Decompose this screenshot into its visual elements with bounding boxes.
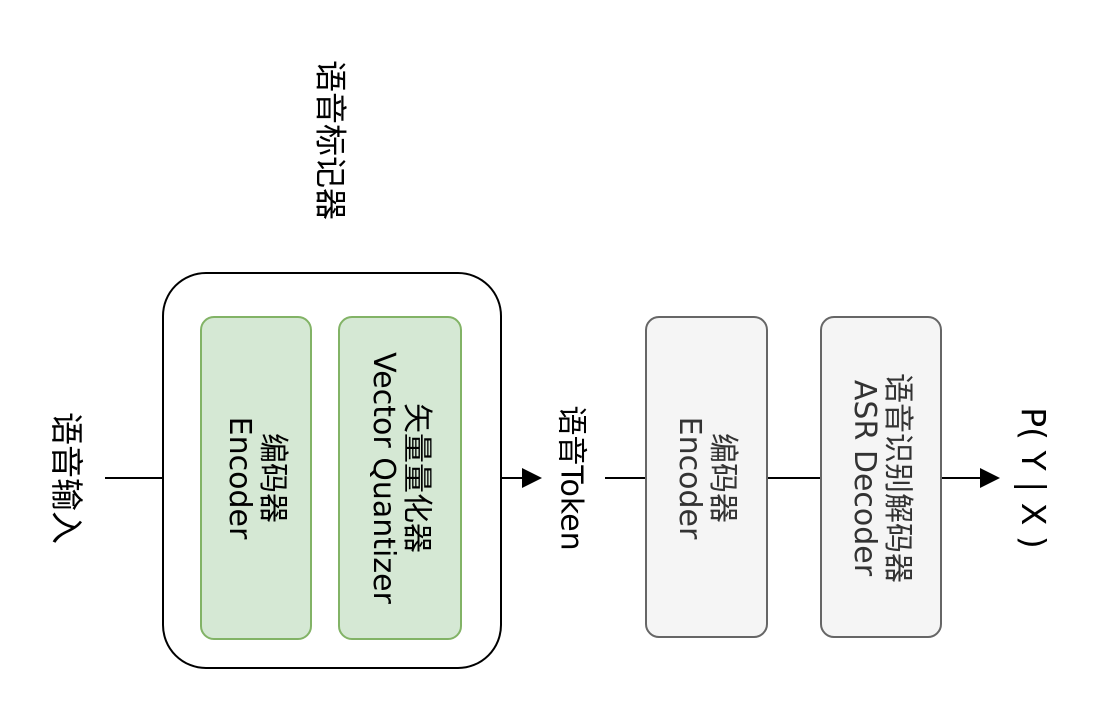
asr-decoder-label-en: ASR Decoder	[847, 379, 882, 577]
tokenizer-encoder-label-cn: 编码器	[255, 433, 290, 523]
diagram-title: 语音标记器	[311, 59, 350, 221]
speech-token-label-text: 语音Token	[553, 405, 589, 551]
asr-encoder-label-en: Encoder	[672, 416, 707, 540]
output-label-text: P( Y | X )	[1014, 407, 1054, 549]
asr-decoder-label-cn: 语音识别解码器	[880, 373, 915, 583]
input-label: 语音输入	[47, 412, 87, 544]
asr-encoder-label: 编码器 Encoder	[672, 416, 740, 540]
asr-decoder-box	[820, 316, 942, 638]
tokenizer-encoder-label-en: Encoder	[222, 416, 257, 540]
asr-encoder-label-cn: 编码器	[705, 433, 740, 523]
vector-quantizer-box	[338, 316, 462, 640]
vector-quantizer-label-cn: 矢量量化器	[399, 402, 434, 553]
vector-quantizer-label: 矢量量化器 Vector Quantizer	[366, 352, 434, 604]
asr-encoder-box	[645, 316, 768, 638]
diagram-title-text: 语音标记器	[311, 59, 350, 221]
input-label-text: 语音输入	[47, 412, 87, 544]
asr-decoder-label: 语音识别解码器 ASR Decoder	[847, 373, 915, 583]
tokenizer-encoder-label: 编码器 Encoder	[222, 416, 290, 540]
vector-quantizer-label-en: Vector Quantizer	[366, 352, 401, 604]
output-label: P( Y | X )	[1014, 407, 1054, 549]
tokenizer-encoder-box	[200, 316, 312, 640]
speech-token-label: 语音Token	[553, 405, 589, 551]
